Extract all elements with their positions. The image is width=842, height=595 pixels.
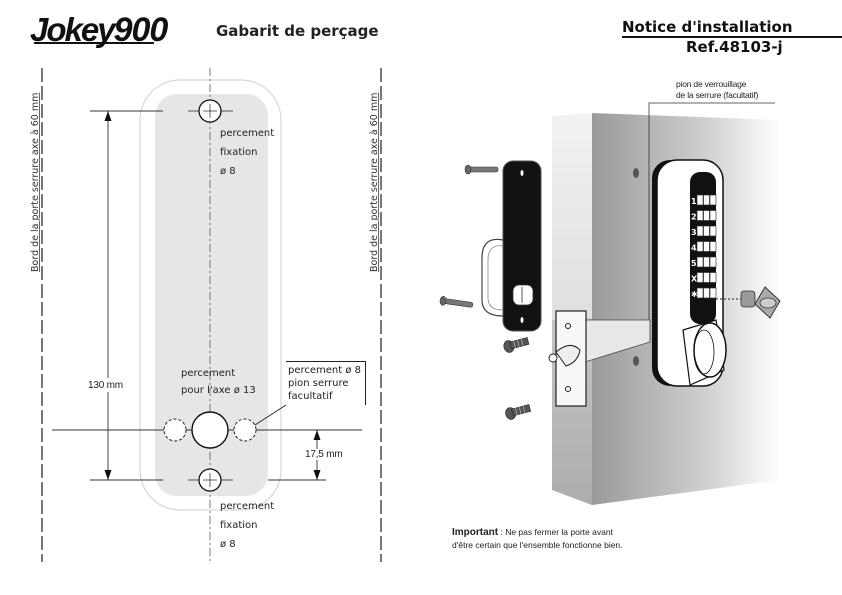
keypad-button [703,241,710,252]
keypad-button [709,225,717,237]
plate-outline [139,79,282,511]
keypad-row: 3 [691,225,717,237]
keypad-buttons: 1 2 3 4 5X ✱ [691,194,717,299]
keypad-button [703,210,710,221]
keypad-button [696,256,704,268]
bottom-hole-label: percement fixation ø 8 [220,501,275,550]
important-text-2: d'être certain que l'ensemble fonctionne… [452,540,623,550]
keypad-row: 1 [691,194,717,206]
long-screw-bottom [439,296,474,308]
title-divider [622,36,842,38]
notice-title: Notice d'installation [622,18,793,36]
optional-pin-hole-right [233,418,257,442]
dim-17-arrow-top [313,430,321,440]
brand-logo: Jokey900 [30,11,168,49]
keypad-row: X [691,272,717,284]
dim-130-arrow-bottom [104,470,112,480]
locking-pin-callout-line [648,102,775,330]
optional-pin-hole-left [163,418,187,442]
keypad-button [696,210,704,221]
keypad-label: 5 [691,259,697,268]
keypad-label: 3 [691,228,697,237]
keypad-row: 4 [691,241,717,253]
keypad-button [709,194,717,206]
keypad-label: 1 [691,197,697,206]
keypad-button [703,272,710,283]
keypad-button [703,194,710,206]
page-subtitle: Gabarit de perçage [216,22,379,40]
keypad-button [696,241,704,252]
keypad-row: 2 [691,210,717,222]
keypad-row: 5 [691,256,717,268]
keypad-button [703,225,710,237]
keypad-label: 2 [691,213,697,222]
keypad-button [709,210,717,221]
keypad-row: ✱ [691,287,717,299]
dim-130-arrow-top [104,111,112,121]
callout-leader [254,404,287,426]
keypad-label: X [691,275,698,284]
key-shaft [740,290,756,308]
latch-bolt [548,353,558,363]
locking-pin-callout: pion de verrouillage de la serrure (facu… [676,79,759,100]
keypad-button [709,287,717,299]
important-text-1: : Ne pas fermer la porte avant [498,527,613,537]
product-reference: Ref.48103-j [686,38,783,56]
axis-hole-label: percement pour l'axe ø 13 [181,368,256,396]
wood-screw-upper [503,337,530,353]
optional-pin-callout: percement ø 8 pion serrure facultatif [286,361,367,405]
dimension-17-5mm: 17,5 mm [304,449,344,460]
keypad-button [703,287,710,299]
inside-handle [481,238,504,317]
keypad-button [709,256,717,268]
brand-name: Jokey [30,11,116,48]
keypad-button [703,256,710,268]
axis-hole [191,411,229,449]
keypad-label: ✱ [691,290,698,299]
inside-cover-plate [502,160,542,332]
keypad-button [696,272,704,283]
dim-17-arrow-bottom [313,470,321,480]
keypad-button [696,225,704,237]
keypad-button [696,287,704,299]
keypad-button [709,272,717,283]
important-label: Important [452,527,499,538]
long-screw-top [464,164,499,175]
keypad-label: 4 [691,244,697,253]
wood-screw-lower [505,404,532,420]
keypad-button [696,194,704,206]
door-hole-top [633,168,639,178]
door-hole-bottom [633,356,639,366]
inside-plate-slot [512,284,534,306]
important-note: Important : Ne pas fermer la porte avant… [452,526,623,551]
top-hole-label: percement fixation ø 8 [220,128,275,177]
plate-shaded-area [155,94,268,496]
keypad-button [709,241,717,252]
dimension-130mm: 130 mm [88,380,123,391]
